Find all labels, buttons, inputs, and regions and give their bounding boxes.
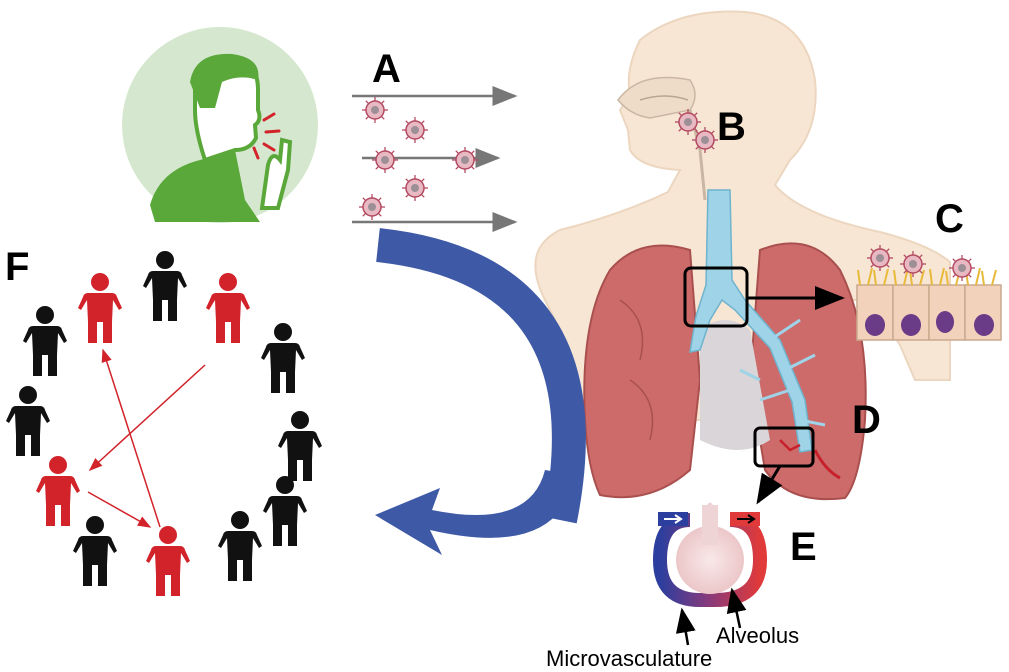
person-icon — [263, 476, 307, 546]
virus-particle-icon — [361, 96, 389, 124]
person-icon — [261, 323, 305, 393]
person-icon — [143, 251, 187, 321]
infected-person-icon — [36, 456, 80, 526]
panel-label-f: F — [5, 245, 29, 289]
panel-label-d: D — [852, 398, 881, 442]
microvasculature-caption: Microvasculature — [546, 646, 712, 671]
infected-person-icon — [146, 526, 190, 596]
person-icon — [73, 516, 117, 586]
virus-particle-icon — [401, 116, 429, 144]
virus-particle-icon — [371, 146, 399, 174]
panel-label-b: B — [717, 105, 746, 149]
people-ring — [6, 251, 322, 596]
coughing-person-icon — [122, 27, 318, 223]
alveolus-icon — [652, 502, 768, 646]
panel-label-c: C — [935, 197, 964, 241]
virus-particle-icon — [401, 174, 429, 202]
epithelial-cells-icon — [856, 244, 1002, 341]
person-icon — [278, 411, 322, 481]
virus-particle-icon — [358, 193, 386, 221]
infected-person-icon — [206, 273, 250, 343]
panel-label-e: E — [790, 525, 817, 569]
person-icon — [23, 306, 67, 376]
arrow-to-alveolus — [756, 465, 783, 505]
infected-person-icon — [78, 273, 122, 343]
person-icon — [6, 386, 50, 456]
alveolus-caption: Alveolus — [716, 623, 799, 648]
transmission-curve-arrow — [375, 228, 586, 555]
virus-particle-icon — [451, 146, 479, 174]
panel-label-a: A — [372, 47, 401, 91]
person-icon — [218, 511, 262, 581]
